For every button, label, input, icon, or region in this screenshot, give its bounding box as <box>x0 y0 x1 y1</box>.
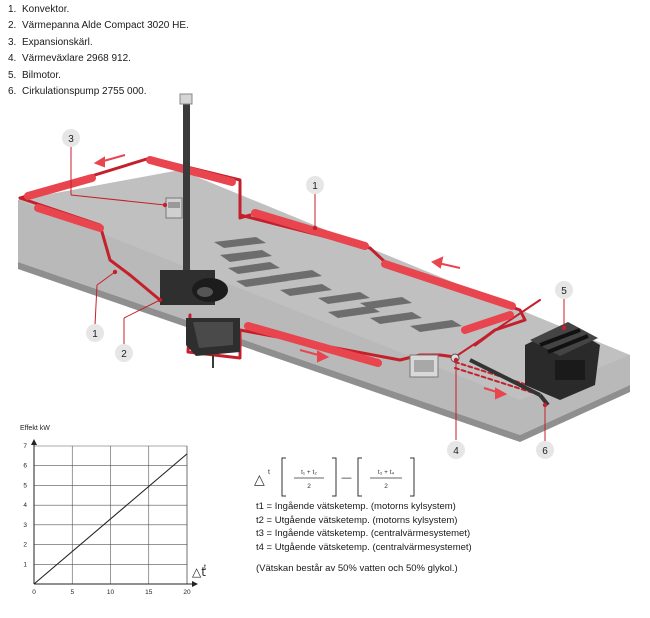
floor-heating-grid <box>214 237 462 332</box>
legend-item: 2. Värmepanna Alde Compact 3020 HE. <box>8 18 189 34</box>
legend-item-text: Cirkulationspump 2755 000. <box>22 86 147 98</box>
fluid-note: (Vätskan består av 50% vatten och 50% gl… <box>256 563 458 574</box>
svg-text:1: 1 <box>312 181 318 192</box>
legend-item-text: Bilmotor. <box>22 69 61 81</box>
x-tick-label: 5 <box>70 589 74 596</box>
svg-text:6: 6 <box>542 446 548 457</box>
chart-x-axis-label-sup: t <box>204 564 206 571</box>
formula-operator: — <box>341 471 352 484</box>
formula-delta-symbol: △ <box>254 472 265 488</box>
x-tick-label: 20 <box>183 589 191 596</box>
callout-dots <box>112 202 567 408</box>
callout-1-right: 1 <box>306 176 324 194</box>
legend-item-text: Värmepanna Alde Compact 3020 HE. <box>22 20 189 32</box>
legend-item: 6. Cirkulationspump 2755 000. <box>8 84 189 100</box>
svg-text:2: 2 <box>121 349 127 360</box>
definition-t3: t3 = Ingående vätsketemp. (centralvärmes… <box>256 528 471 539</box>
legend-item-number: 2. <box>8 20 17 32</box>
flow-arrows <box>93 154 508 400</box>
callout-5: 5 <box>555 281 573 299</box>
chart-y-axis-label: Effekt kW <box>20 425 50 432</box>
chimney <box>183 100 190 290</box>
formula-left-numerator: t₁ + t₂ <box>301 469 317 476</box>
y-tick-label: 6 <box>23 463 27 470</box>
y-tick-label: 7 <box>23 443 27 450</box>
formula-right-denominator: 2 <box>384 483 388 490</box>
x-tick-label: 10 <box>107 589 115 596</box>
y-axis-arrow <box>31 439 37 445</box>
definition-t1: t1 = Ingående vätsketemp. (motorns kylsy… <box>256 501 456 512</box>
legend-item-number: 4. <box>8 53 17 65</box>
legend-item-text: Expansionskärl. <box>22 36 93 48</box>
chart-x-axis-label: △t <box>192 565 206 579</box>
y-tick-label: 1 <box>23 561 27 568</box>
legend-item-text: Värmeväxlare 2968 912. <box>22 53 131 65</box>
legend-item-number: 3. <box>8 36 17 48</box>
x-tick-label: 0 <box>32 589 36 596</box>
convectors <box>24 156 516 367</box>
formula-left-bracket <box>281 457 337 497</box>
legend-list: 1. Konvektor. 2. Värmepanna Alde Compact 30… <box>8 2 189 100</box>
legend-item-text: Konvektor. <box>22 4 70 15</box>
formula-right-numerator: t₃ + t₄ <box>378 469 395 476</box>
svg-text:5: 5 <box>561 286 567 297</box>
y-tick-label: 3 <box>23 522 27 529</box>
callout-2: 2 <box>115 344 133 362</box>
expansion-tank <box>165 197 183 219</box>
formula-left-denominator: 2 <box>307 483 311 490</box>
system-illustration: 3 1 1 2 5 4 6 <box>18 93 630 459</box>
legend-item-number: 5. <box>8 69 17 81</box>
formula-delta-sup: t <box>268 469 270 476</box>
definition-t4: t4 = Utgående vätsketemp. (centralvärmes… <box>256 541 472 553</box>
callout-6: 6 <box>536 441 554 459</box>
chimney-cap <box>179 93 193 105</box>
chart-series <box>33 453 188 585</box>
y-tick-label: 4 <box>23 502 27 509</box>
svg-text:4: 4 <box>453 446 459 457</box>
callout-1-left: 1 <box>86 324 104 342</box>
heat-exchanger <box>409 354 439 378</box>
legend-item: 1. Konvektor. <box>8 2 189 18</box>
chart-grid <box>34 445 188 584</box>
legend-item: 3. Expansionskärl. <box>8 35 189 51</box>
y-tick-label: 5 <box>23 482 27 489</box>
callout-4: 4 <box>447 441 465 459</box>
chart-ticks: 0 5 10 15 20 1 2 3 4 5 6 7 <box>23 443 191 596</box>
chart-axes <box>31 439 198 587</box>
car-engine <box>525 322 600 400</box>
circulation-pump <box>450 353 550 407</box>
callout-3: 3 <box>62 129 80 147</box>
legend-item-number: 1. <box>8 4 17 15</box>
series-line <box>33 453 188 585</box>
delta-t-formula: △ t t₁ + t₂ 2 — t₃ + t₄ 2 <box>254 457 415 497</box>
x-axis-arrow <box>192 581 198 587</box>
callout-leaders <box>70 147 565 441</box>
x-tick-label: 15 <box>145 589 153 596</box>
boiler-unit <box>160 270 228 305</box>
power-chart: Effekt kW 0 5 10 15 20 1 2 3 4 5 6 7 △t t <box>20 425 206 596</box>
formula-right-bracket <box>357 457 415 497</box>
legend-item-number: 6. <box>8 86 17 98</box>
svg-text:1: 1 <box>92 329 98 340</box>
svg-text:3: 3 <box>68 134 74 145</box>
legend-item: 4. Värmeväxlare 2968 912. <box>8 51 189 67</box>
definition-t2: t2 = Utgående vätsketemp. (motorns kylsy… <box>256 514 458 526</box>
y-tick-label: 2 <box>23 542 27 549</box>
legend-item: 5. Bilmotor. <box>8 68 189 84</box>
